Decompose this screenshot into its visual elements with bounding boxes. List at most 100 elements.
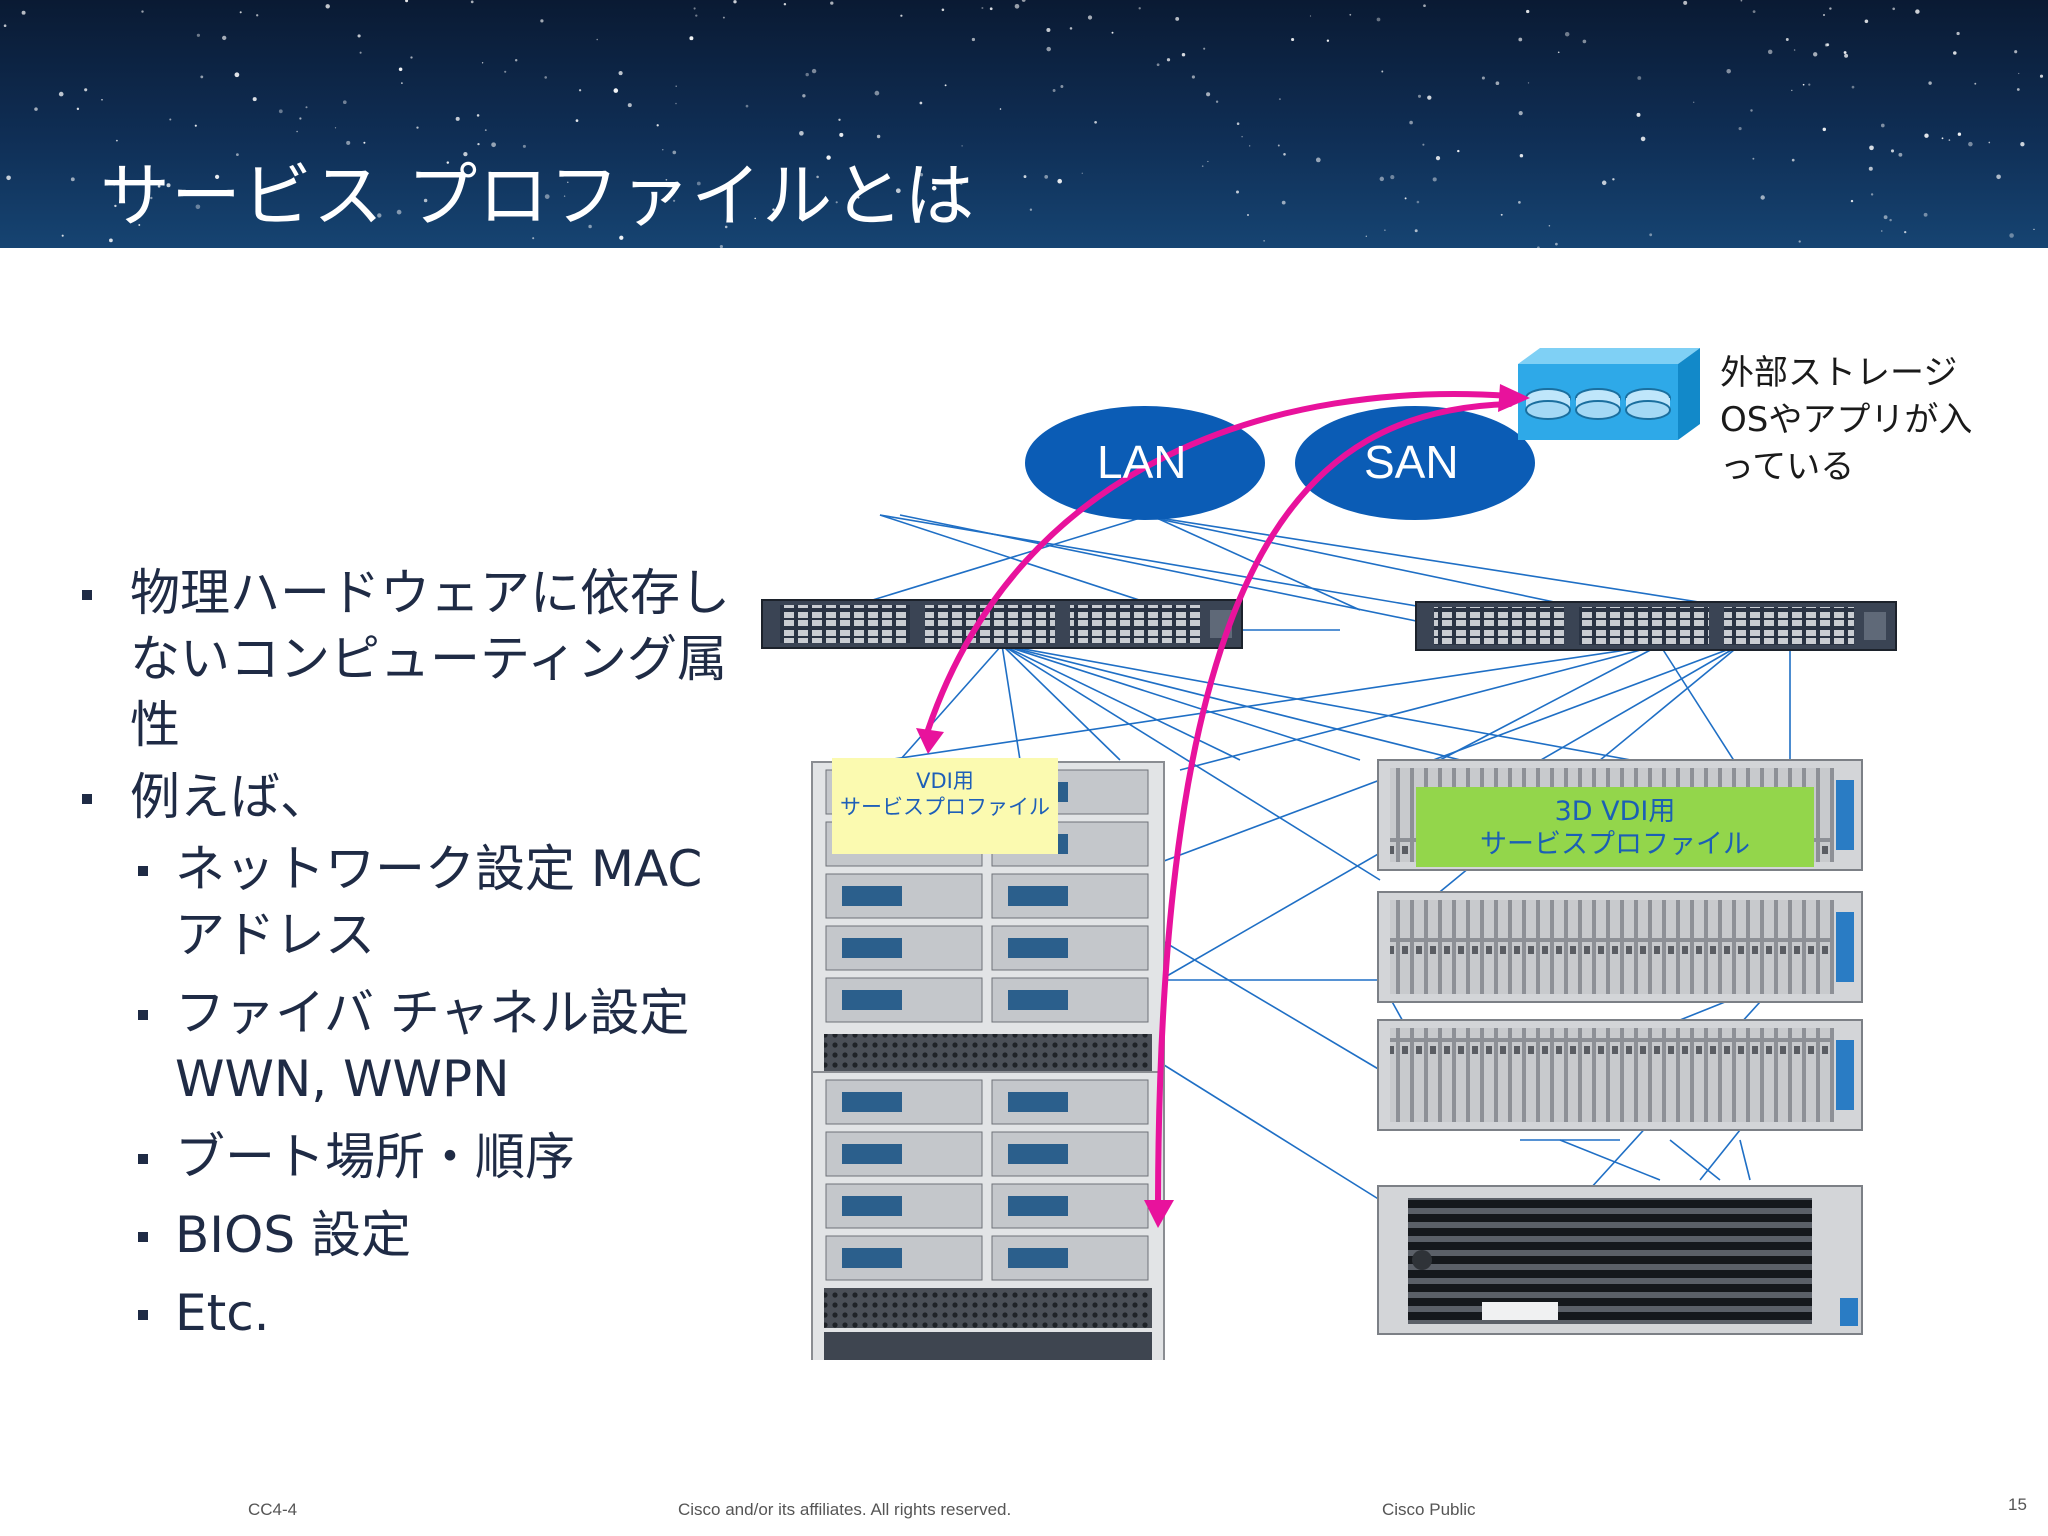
star-dot bbox=[1263, 240, 1265, 242]
star-dot bbox=[693, 7, 696, 10]
star-dot bbox=[1023, 175, 1027, 179]
star-dot bbox=[1601, 180, 1607, 186]
star-dot bbox=[1432, 177, 1437, 182]
star-dot bbox=[811, 68, 817, 74]
star-dot bbox=[1518, 37, 1523, 42]
star-dot bbox=[1315, 157, 1321, 163]
lan-cloud bbox=[1025, 406, 1265, 520]
star-dot bbox=[1740, 0, 1743, 2]
star-dot bbox=[1881, 230, 1883, 232]
star-dot bbox=[656, 124, 659, 127]
arrowhead-icon bbox=[1144, 1200, 1174, 1228]
star-dot bbox=[1850, 199, 1854, 203]
star-dot bbox=[1519, 153, 1524, 158]
bullet-item: 例えば、 bbox=[80, 764, 740, 830]
star-dot bbox=[1423, 4, 1426, 8]
star-dot bbox=[839, 132, 844, 137]
star-dot bbox=[1481, 76, 1485, 80]
star-dot bbox=[1956, 31, 1960, 36]
star-dot bbox=[931, 185, 937, 191]
star-dot bbox=[76, 107, 80, 111]
star-dot bbox=[1384, 229, 1386, 231]
star-dot bbox=[61, 234, 64, 237]
star-dot bbox=[115, 139, 118, 142]
star-dot bbox=[113, 183, 116, 186]
star-dot bbox=[1201, 165, 1204, 167]
star-dot bbox=[971, 37, 976, 42]
star-dot bbox=[1203, 47, 1206, 50]
star-dot bbox=[672, 199, 676, 202]
star-dot bbox=[194, 124, 197, 127]
vdi3d-tag-line: サービスプロファイル bbox=[1480, 829, 1750, 860]
star-dot bbox=[455, 116, 460, 121]
sub-bullet-text: Etc. bbox=[175, 1284, 270, 1342]
star-dot bbox=[423, 198, 428, 203]
star-dot bbox=[405, 0, 409, 3]
storage-description: 外部ストレージ OSやアプリが入 っている bbox=[1720, 350, 1972, 491]
star-dot bbox=[222, 35, 227, 41]
star-dot bbox=[1376, 17, 1381, 22]
star-dot bbox=[1892, 7, 1896, 11]
bullet-list: 物理ハードウェアに依存しないコンピューティング属性 例えば、 ネットワーク設定 … bbox=[80, 560, 740, 1358]
sub-bullet-item: ファイバ チャネル設定 WWN, WWPN bbox=[80, 980, 735, 1112]
blade-chassis-2 bbox=[811, 1071, 1165, 1360]
star-dot bbox=[1649, 233, 1653, 237]
star-dot bbox=[6, 175, 11, 181]
storage-note-line: っている bbox=[1720, 447, 1855, 487]
star-dot bbox=[835, 201, 838, 204]
star-dot bbox=[1890, 149, 1895, 153]
star-dot bbox=[138, 224, 141, 226]
star-dot bbox=[357, 34, 361, 38]
star-dot bbox=[200, 75, 204, 79]
vdi-tag-line: サービスプロファイル bbox=[840, 795, 1050, 819]
star-dot bbox=[724, 225, 728, 229]
star-dot bbox=[575, 119, 579, 122]
star-dot bbox=[772, 208, 775, 211]
star-dot bbox=[1069, 27, 1073, 30]
star-dot bbox=[1612, 178, 1615, 181]
star-dot bbox=[1785, 38, 1789, 41]
star-dot bbox=[1557, 51, 1560, 54]
star-dot bbox=[3, 24, 7, 28]
starfield-background bbox=[3, 0, 2044, 248]
star-dot bbox=[346, 140, 351, 145]
star-dot bbox=[578, 89, 582, 92]
storage-server bbox=[1377, 1185, 1863, 1335]
star-dot bbox=[1843, 51, 1847, 54]
star-dot bbox=[619, 235, 624, 240]
star-dot bbox=[1869, 145, 1874, 151]
star-dot bbox=[1870, 193, 1874, 196]
star-dot bbox=[1683, 0, 1688, 5]
san-label: SAN bbox=[1364, 436, 1459, 488]
star-dot bbox=[401, 82, 403, 84]
star-dot bbox=[1500, 213, 1503, 216]
star-dot bbox=[1968, 141, 1973, 147]
star-dot bbox=[470, 0, 474, 4]
star-dot bbox=[1813, 52, 1818, 57]
star-dot bbox=[563, 195, 566, 197]
storage-note-line: 外部ストレージ bbox=[1720, 353, 1958, 393]
star-dot bbox=[1417, 94, 1422, 98]
star-dot bbox=[876, 134, 881, 139]
star-dot bbox=[342, 100, 347, 105]
square-bullet-icon bbox=[82, 590, 92, 600]
storage-array-icon bbox=[1518, 348, 1700, 440]
star-dot bbox=[70, 177, 75, 182]
star-dot bbox=[1752, 10, 1756, 13]
star-dot bbox=[1738, 127, 1742, 131]
star-dot bbox=[305, 106, 308, 109]
star-dot bbox=[1844, 53, 1849, 58]
star-dot bbox=[1988, 141, 1991, 144]
star-dot bbox=[1957, 132, 1962, 136]
star-dot bbox=[1191, 75, 1195, 79]
star-dot bbox=[1241, 135, 1243, 138]
sub-bullet-text: BIOS 設定 bbox=[175, 1206, 412, 1264]
star-dot bbox=[1555, 242, 1558, 246]
star-dot bbox=[1247, 214, 1249, 216]
fabric-interconnect-b bbox=[1415, 601, 1897, 651]
star-dot bbox=[1021, 0, 1026, 2]
star-dot bbox=[1948, 139, 1951, 141]
star-dot bbox=[2016, 88, 2020, 91]
arrowheads bbox=[916, 384, 1530, 1228]
star-dot bbox=[101, 99, 103, 101]
